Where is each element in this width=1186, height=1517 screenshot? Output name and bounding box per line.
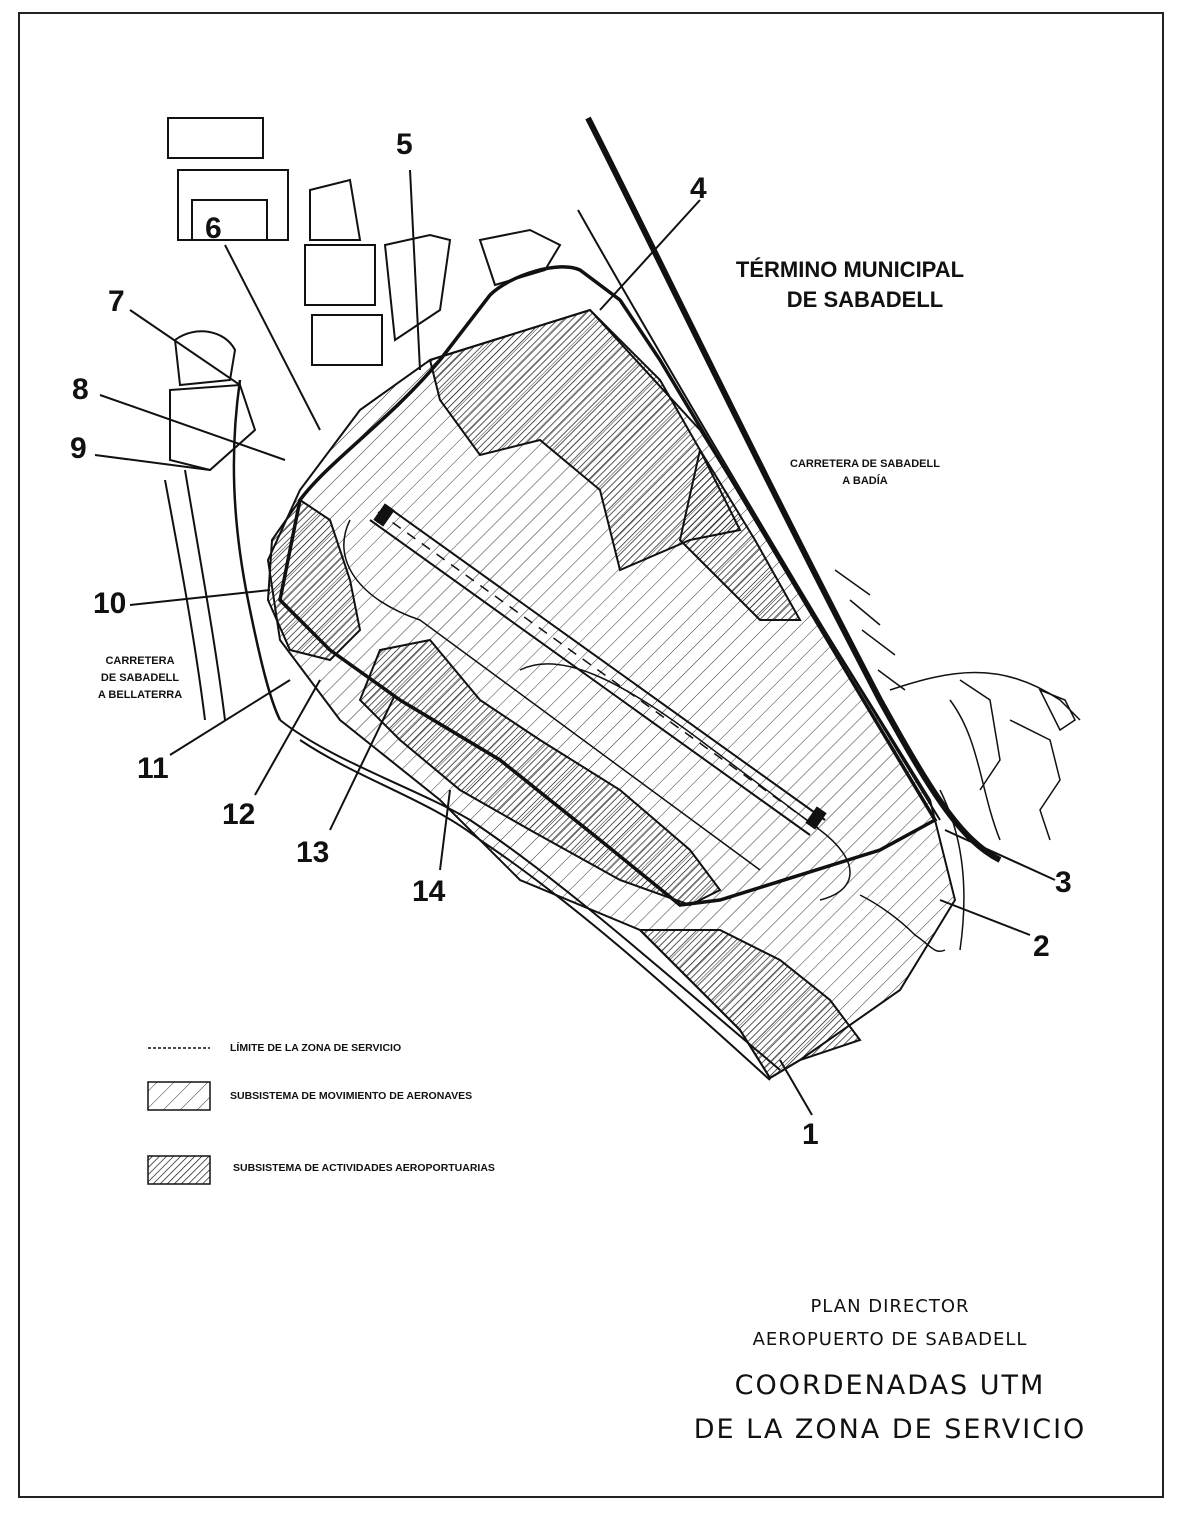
point-label-4: 4 [690,172,707,205]
taxiway-north [343,519,761,871]
point-label-2: 2 [1033,930,1050,963]
legend-activities-box [147,1155,211,1185]
point-leaders [94,169,1056,1116]
point-label-1: 1 [802,1118,819,1151]
map-frame [18,12,1164,1498]
activities-area-north [428,308,742,572]
point-label-3: 3 [1055,866,1072,899]
road-label-bellaterra: CARRETERA DE SABADELL A BELLATERRA [80,653,200,704]
legend-activities-label: SUBSISTEMA DE ACTIVIDADES AEROPORTUARIAS [233,1162,495,1174]
point-label-5: 5 [396,128,413,161]
road-label-bellaterra-line2: DE SABADELL [100,672,180,684]
taxiway-south [519,663,851,901]
point-label-10: 10 [93,587,127,620]
title-block: PLAN DIRECTOR AEROPUERTO DE SABADELL COO… [640,1290,1140,1452]
activities-area-southwest [358,638,722,907]
municipal-area-line2: DE SABADELL [786,287,944,312]
point-label-12: 12 [222,798,256,831]
legend-movement-box [147,1081,211,1111]
point-label-11: 11 [137,752,169,785]
point-label-7: 7 [108,285,125,318]
road-label-bellaterra-line3: A BELLATERRA [97,689,183,701]
highway-side-ticks [834,569,906,691]
title-line-1: PLAN DIRECTOR [810,1296,970,1317]
service-zone-boundary [278,265,938,907]
runway-centerline [377,511,819,829]
legend-movement-label: SUBSISTEMA DE MOVIMIENTO DE AERONAVES [230,1090,473,1102]
runway [369,504,826,836]
highway-badia-side [577,209,941,821]
title-line-4: DE LA ZONA DE SERVICIO [693,1414,1087,1445]
title-line-3: COORDENADAS UTM [734,1370,1046,1401]
runway-threshold-north [373,503,395,527]
activities-area-south [637,929,862,1080]
urban-blocks-north [167,117,562,472]
road-label-bellaterra-line1: CARRETERA [105,655,175,667]
urban-blocks-east [889,671,1081,951]
road-label-badia-line2: A BADÍA [842,475,888,487]
point-label-14: 14 [412,875,446,908]
terrain-southeast [859,894,946,952]
point-label-6: 6 [205,212,222,245]
municipal-area-label: TÉRMINO MUNICIPAL DE SABADELL [700,255,1000,315]
point-label-13: 13 [296,836,330,869]
road-bellaterra [164,469,226,721]
activities-area-northeast [678,447,802,621]
legend-limit-label: LÍMITE DE LA ZONA DE SERVICIO [230,1042,402,1054]
point-label-9: 9 [70,432,87,465]
road-southwest [279,719,781,1081]
municipal-area-line1: TÉRMINO MUNICIPAL [735,257,965,282]
title-line-2: AEROPUERTO DE SABADELL [752,1329,1028,1350]
road-label-badia-line1: CARRETERA DE SABADELL [790,458,940,470]
road-label-badia: CARRETERA DE SABADELL A BADÍA [760,456,970,490]
point-label-8: 8 [72,373,89,406]
